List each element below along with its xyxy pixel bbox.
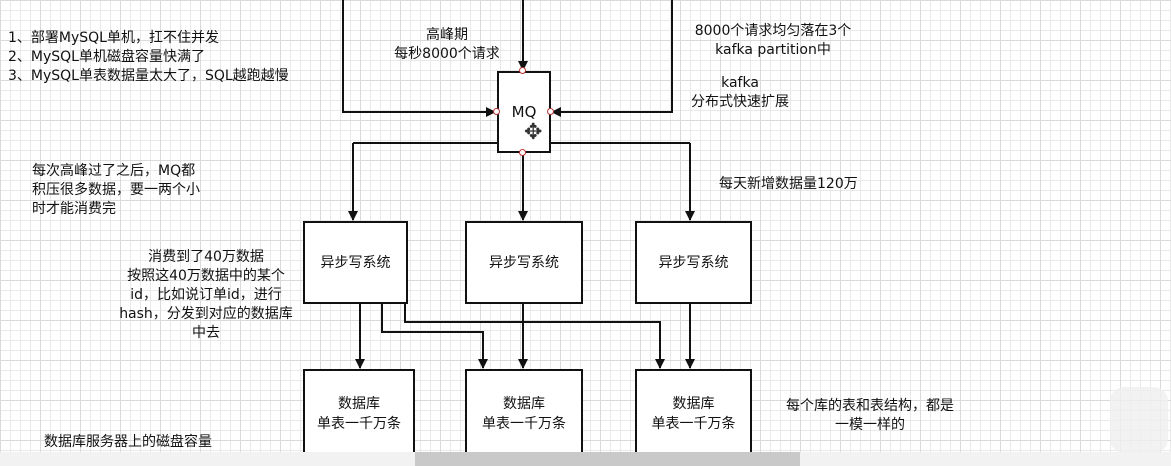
overlay-corner-icon (1110, 387, 1168, 453)
db-table-size: 单表一千万条 (651, 416, 736, 432)
mq-port-left (493, 108, 500, 115)
note-daily: 每天新增数据量120万 (719, 176, 858, 192)
async-writer-3[interactable]: 异步写系统 (635, 221, 752, 304)
database-1[interactable]: 数据库 单表一千万条 (303, 369, 415, 459)
note-line: 每秒8000个请求 (394, 46, 500, 62)
note-line: 时才能消费完 (32, 201, 116, 217)
note-line: id，比如说订单id，进行 (130, 287, 282, 303)
note-line: 积压很多数据，要一两个小 (32, 182, 200, 198)
async-writer-2[interactable]: 异步写系统 (465, 221, 583, 304)
db-label: 数据库 (338, 396, 380, 412)
note-line: 一模一样的 (835, 417, 905, 433)
horizontal-scrollbar-thumb[interactable] (415, 452, 800, 466)
note-line: 每次高峰过了之后，MQ都 (32, 163, 196, 179)
note-line: 每个库的表和表结构，都是 (786, 398, 954, 414)
note-line: 消费到了40万数据 (148, 249, 264, 265)
database-3[interactable]: 数据库 单表一千万条 (635, 369, 752, 459)
note-line: 8000个请求均匀落在3个 (694, 23, 852, 39)
note-line: kafka partition中 (715, 42, 831, 58)
note-line: kafka (721, 75, 759, 91)
note-line: 按照这40万数据中的某个 (127, 268, 285, 284)
note-schema: 每个库的表和表结构，都是 一模一样的 (770, 397, 970, 435)
mq-port-right (547, 108, 554, 115)
note-problems: 1、部署MySQL单机，扛不住并发 2、MySQL单机磁盘容量快满了 3、MyS… (8, 29, 289, 86)
writer-label: 异步写系统 (658, 254, 729, 271)
note-line: 高峰期 (426, 27, 468, 43)
note-line: 3、MySQL单表数据量太大了，SQL越跑越慢 (8, 68, 289, 84)
mq-port-top (519, 67, 526, 74)
note-partition: 8000个请求均匀落在3个 kafka partition中 (683, 22, 863, 60)
edge-w1-db2 (381, 303, 488, 369)
note-line: 中去 (192, 325, 220, 341)
async-writer-1[interactable]: 异步写系统 (303, 221, 408, 304)
note-kafka: kafka 分布式快速扩展 (680, 74, 800, 112)
note-disk: 数据库服务器上的磁盘容量 (44, 434, 212, 450)
edge-left-input (342, 0, 496, 117)
note-line: 分布式快速扩展 (691, 94, 789, 110)
db-table-size: 单表一千万条 (482, 416, 566, 432)
edge-right-input (551, 0, 673, 117)
database-2[interactable]: 数据库 单表一千万条 (465, 369, 583, 459)
db-label: 数据库 (503, 396, 545, 412)
move-cursor-icon: ✥ (524, 120, 543, 145)
note-line: hash，分发到对应的数据库 (119, 306, 293, 322)
writer-label: 异步写系统 (320, 254, 391, 271)
note-line: 2、MySQL单机磁盘容量快满了 (8, 49, 205, 65)
db-table-size: 单表一千万条 (317, 416, 401, 432)
note-line: 1、部署MySQL单机，扛不住并发 (8, 30, 219, 46)
mq-port-bottom (519, 149, 526, 156)
edge-w1-db3 (404, 303, 665, 369)
mq-label: MQ (511, 103, 537, 121)
db-label: 数据库 (672, 396, 715, 412)
note-hash: 消费到了40万数据 按照这40万数据中的某个 id，比如说订单id，进行 has… (96, 248, 316, 343)
writer-label: 异步写系统 (489, 254, 559, 271)
note-backlog: 每次高峰过了之后，MQ都 积压很多数据，要一两个小 时才能消费完 (32, 162, 200, 219)
note-peak: 高峰期 每秒8000个请求 (392, 26, 502, 64)
